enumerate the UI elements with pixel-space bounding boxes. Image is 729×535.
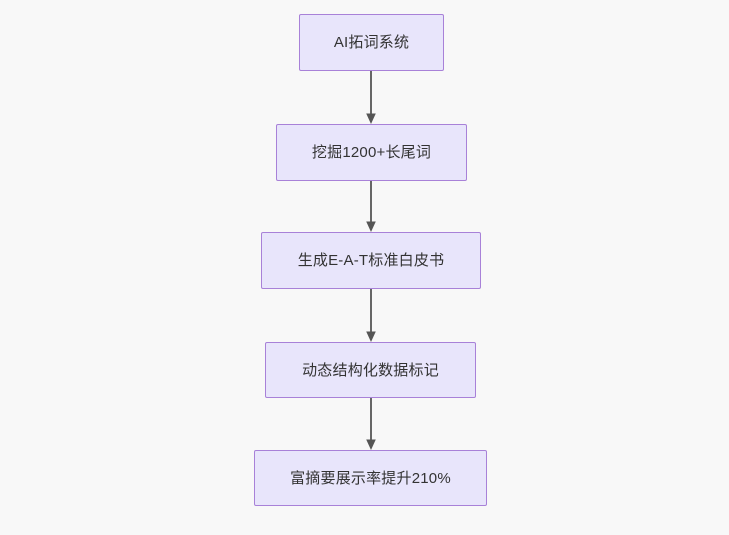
flow-node-rich-snippet-impression-uplift[interactable]: 富摘要展示率提升210%: [254, 450, 487, 506]
flow-node-label: 生成E-A-T标准白皮书: [297, 252, 445, 269]
flow-node-label: 动态结构化数据标记: [302, 361, 439, 379]
flow-edge-3-arrow: [366, 289, 376, 342]
flow-edge-1-arrow: [366, 71, 376, 124]
flow-node-label: 挖掘1200+长尾词: [311, 144, 432, 161]
flow-edge-4-arrow: [366, 398, 376, 450]
flow-edge-2-arrow: [366, 181, 376, 232]
flow-node-dynamic-structured-data-markup[interactable]: 动态结构化数据标记: [265, 342, 476, 398]
flow-edge-4: [361, 398, 381, 450]
flow-node-mine-longtail-keywords[interactable]: 挖掘1200+长尾词: [276, 124, 467, 181]
flow-node-label: AI拓词系统: [333, 34, 410, 51]
flow-edge-3: [361, 289, 381, 342]
flow-node-label: 富摘要展示率提升210%: [290, 469, 451, 487]
flow-node-ai-keyword-system[interactable]: AI拓词系统: [299, 14, 444, 71]
flow-node-generate-eat-whitepaper[interactable]: 生成E-A-T标准白皮书: [261, 232, 481, 289]
flow-edge-1: [361, 71, 381, 124]
flow-edge-2: [361, 181, 381, 232]
